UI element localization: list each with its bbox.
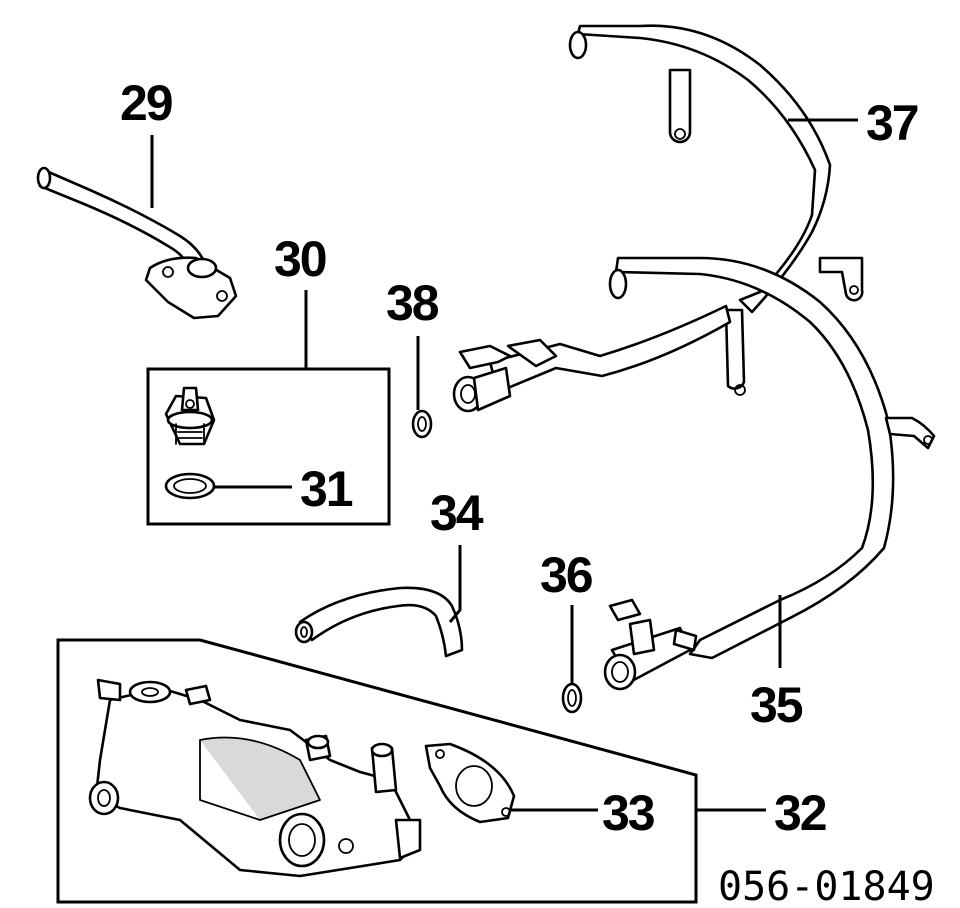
part-38-ring xyxy=(411,409,433,439)
leader-lines xyxy=(150,118,858,812)
part-36-ring xyxy=(561,682,583,714)
part-32-frame xyxy=(56,638,698,904)
leader-34 xyxy=(448,545,462,623)
callout-numbers: 29 30 31 32 33 34 35 36 37 38 xyxy=(120,75,920,841)
gasket-ring-part xyxy=(164,472,216,500)
part-32-housing xyxy=(88,678,422,878)
part-29-pipe xyxy=(36,166,238,320)
diagram-code: 056-01849 xyxy=(718,864,935,908)
part-34-hose xyxy=(294,586,464,658)
part-30-31-box xyxy=(146,367,391,526)
callout-35: 35 xyxy=(750,677,803,733)
callout-33: 33 xyxy=(602,785,654,841)
part-35-pipe xyxy=(603,256,936,691)
callout-37: 37 xyxy=(866,95,918,151)
callout-32: 32 xyxy=(774,785,826,841)
callout-34: 34 xyxy=(430,485,484,541)
part-37-pipe xyxy=(568,24,864,314)
callout-29: 29 xyxy=(120,75,172,131)
callout-38: 38 xyxy=(386,275,439,331)
thermostat-part xyxy=(164,386,216,446)
callout-31: 31 xyxy=(300,461,353,517)
callout-30: 30 xyxy=(274,231,326,287)
callout-36: 36 xyxy=(540,547,592,603)
part-33-gasket xyxy=(424,742,516,824)
left-pipe-fitting xyxy=(452,304,732,413)
